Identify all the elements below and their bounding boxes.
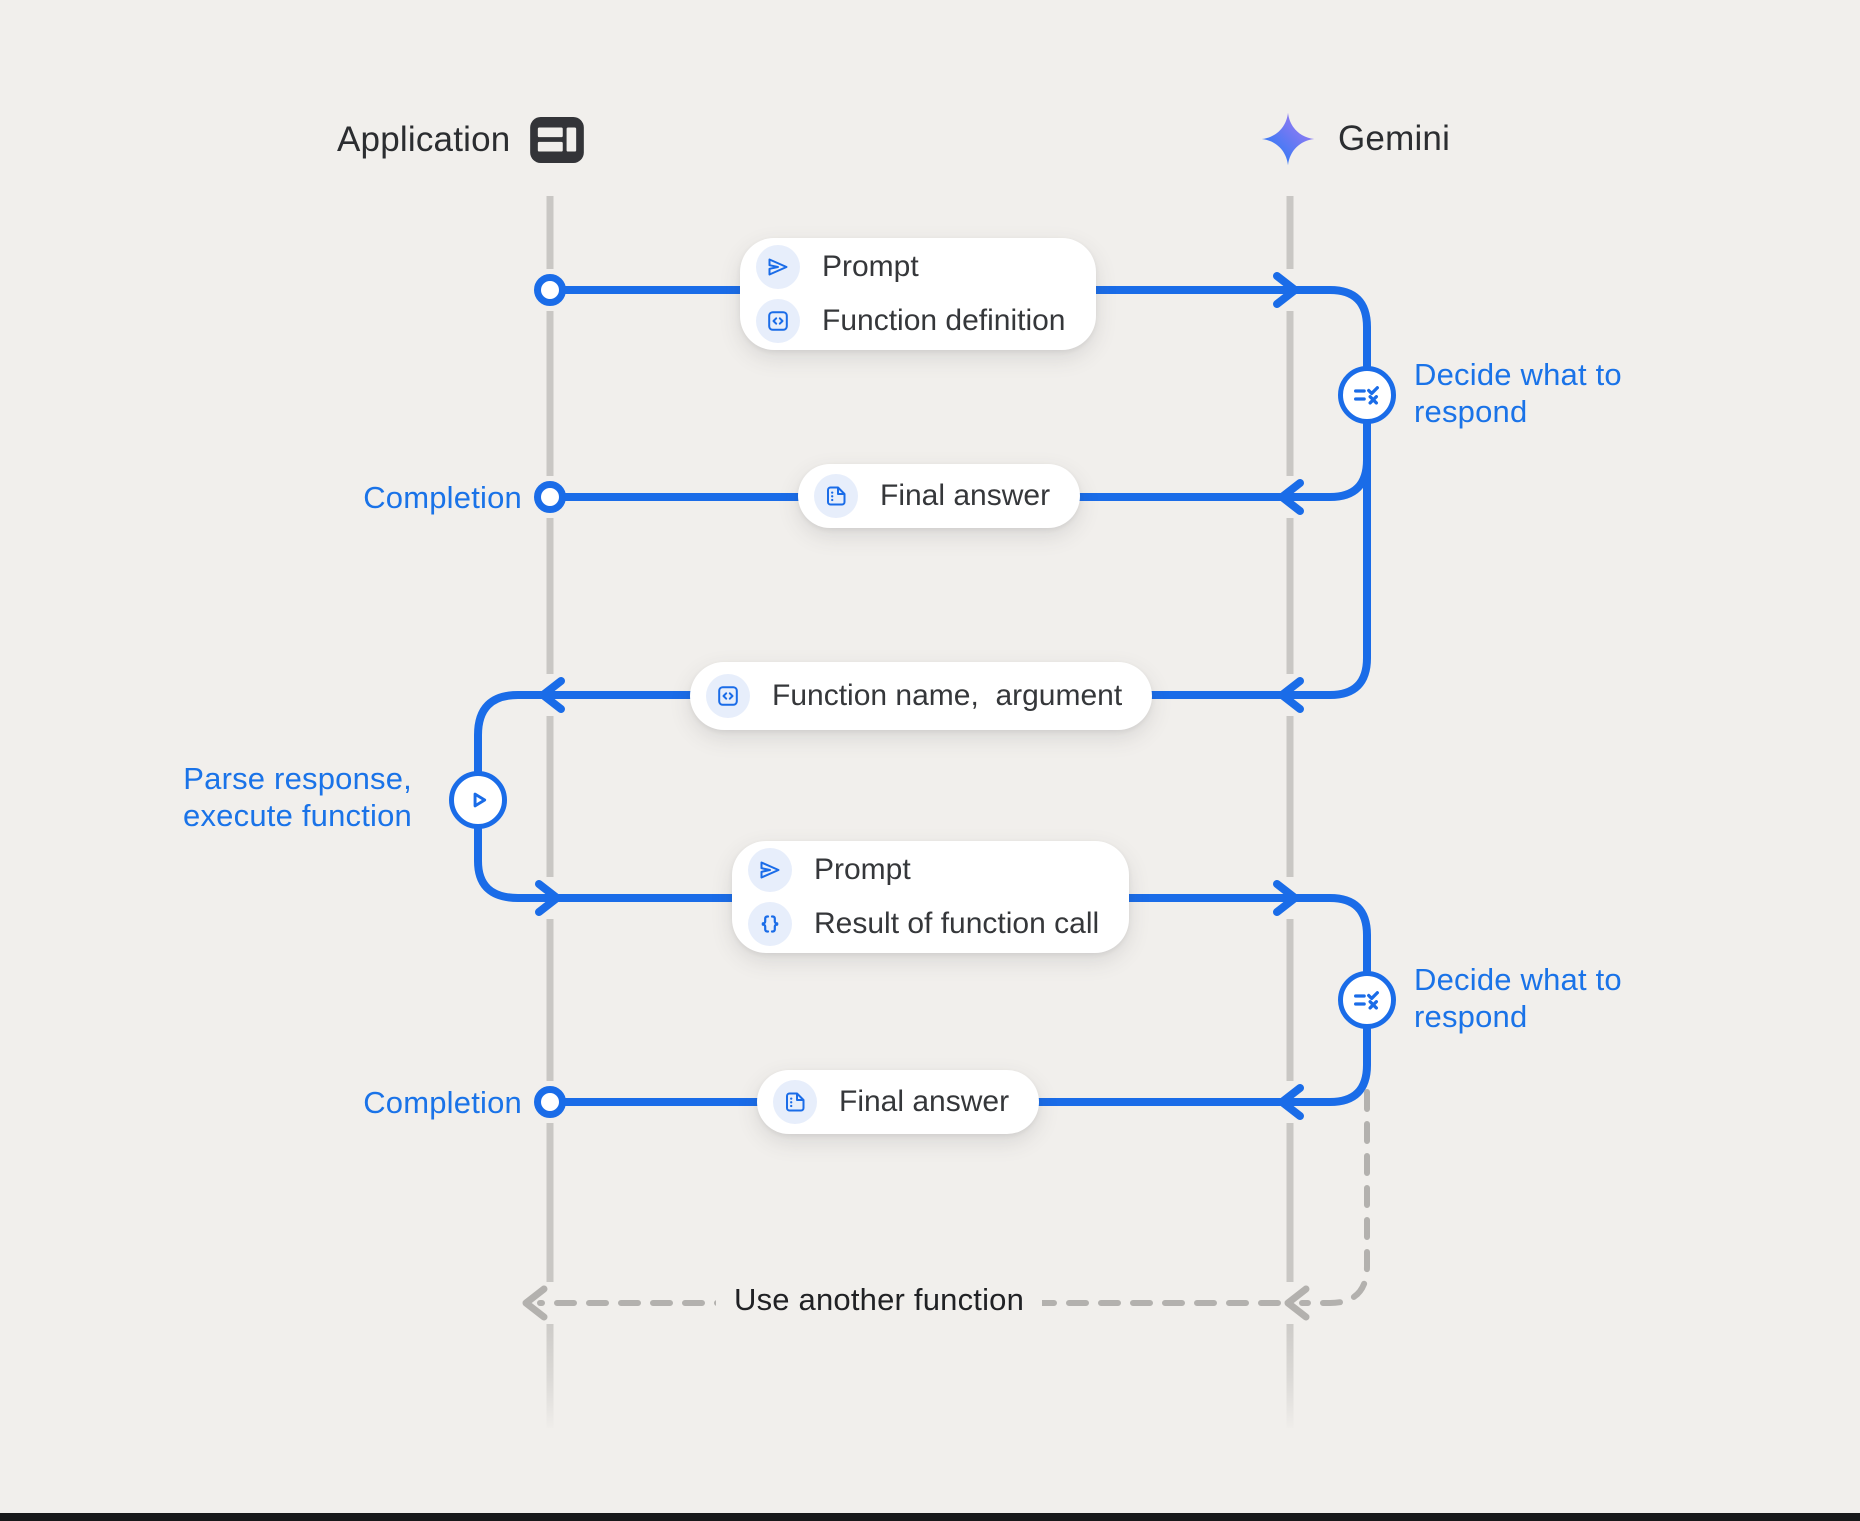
arrow-final-answer-1-line xyxy=(558,456,1371,501)
decide-annotation: Decide what to respond xyxy=(1414,357,1622,429)
decide-node xyxy=(1338,971,1396,1029)
message-prompt-result: Prompt Result of function call xyxy=(732,841,1130,953)
rule-check-icon xyxy=(1350,378,1384,412)
arrowhead-left-icon xyxy=(1278,677,1304,713)
application-label: Application xyxy=(337,120,511,159)
message-row: Final answer xyxy=(773,1080,1009,1124)
arrowhead-right-icon xyxy=(1273,272,1299,308)
decide-annotation: Decide what to respond xyxy=(1414,962,1622,1034)
arrow-prompt-line xyxy=(558,286,1371,370)
message-label: Prompt xyxy=(814,853,911,886)
message-prompt-function-definition: Prompt Function definition xyxy=(740,238,1096,350)
completion-circle-icon xyxy=(534,1086,566,1118)
document-icon xyxy=(773,1080,817,1124)
actor-application: Application xyxy=(337,112,585,168)
execute-node xyxy=(449,771,507,829)
message-final-answer-2: Final answer xyxy=(757,1070,1040,1134)
message-label: Function name, argument xyxy=(772,679,1123,712)
arrowhead-left-icon xyxy=(1278,479,1304,515)
completion-label: Completion xyxy=(363,1085,522,1120)
message-row: Result of function call xyxy=(748,902,1099,946)
send-icon xyxy=(756,245,800,289)
decide-node xyxy=(1338,366,1396,424)
message-label: Prompt xyxy=(822,250,919,283)
document-icon xyxy=(814,474,858,518)
code-icon xyxy=(706,674,750,718)
message-row: Function definition xyxy=(756,299,1066,343)
message-function-name-argument: Function name, argument xyxy=(690,662,1153,730)
message-label: Function definition xyxy=(822,304,1066,337)
arrowhead-right-icon xyxy=(535,880,561,916)
message-row: Prompt xyxy=(748,848,1099,892)
code-icon xyxy=(756,299,800,343)
arrowhead-right-icon xyxy=(1273,880,1299,916)
send-icon xyxy=(748,848,792,892)
use-another-function-label: Use another function xyxy=(716,1282,1043,1318)
completion-label: Completion xyxy=(363,480,522,515)
arrowhead-left-icon xyxy=(1278,1084,1304,1120)
message-row: Prompt xyxy=(756,245,1066,289)
completion-circle-icon xyxy=(534,481,566,513)
message-label: Result of function call xyxy=(814,907,1100,940)
play-icon xyxy=(462,784,494,816)
rule-check-icon xyxy=(1350,983,1384,1017)
gemini-sparkle-icon xyxy=(1260,108,1316,170)
braces-icon xyxy=(748,902,792,946)
endpoint-circles xyxy=(534,274,566,1118)
arrowhead-left-icon xyxy=(539,677,565,713)
actor-gemini: Gemini xyxy=(1260,108,1450,170)
message-label: Final answer xyxy=(839,1085,1010,1118)
message-label: Final answer xyxy=(880,479,1051,512)
gemini-label: Gemini xyxy=(1338,119,1451,158)
arrowhead-left-icon xyxy=(1284,1285,1310,1321)
message-row: Function name, argument xyxy=(706,674,1122,718)
arrow-final-answer-2-line xyxy=(558,1025,1371,1106)
app-window-icon xyxy=(530,117,585,163)
message-row: Final answer xyxy=(814,474,1050,518)
arrowhead-left-icon xyxy=(522,1285,548,1321)
start-circle-icon xyxy=(534,274,566,306)
parse-execute-annotation: Parse response, execute function xyxy=(183,761,412,833)
bottom-edge-bar xyxy=(0,1513,1860,1521)
message-final-answer-1: Final answer xyxy=(798,464,1081,528)
